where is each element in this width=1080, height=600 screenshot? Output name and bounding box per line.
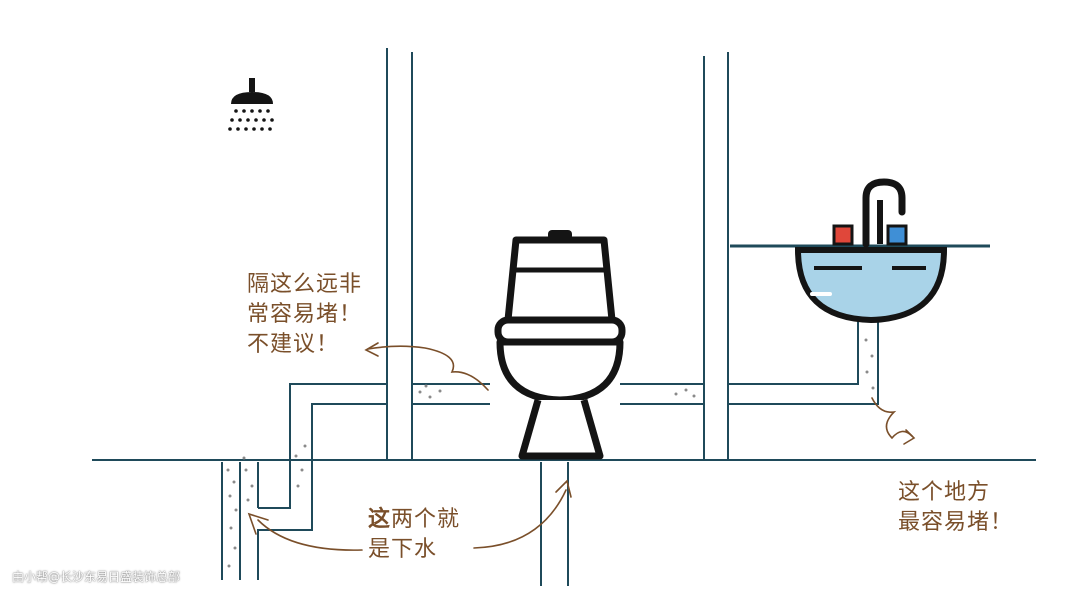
annotation-line: 这两个就 [368, 505, 460, 535]
shower-head-icon [228, 78, 274, 131]
arrow-sink-trap [871, 397, 913, 440]
annotation-line: 常容易堵！ [247, 302, 363, 327]
annotation-line: 不建议！ [247, 332, 340, 357]
annotation-line: 这个地方 [898, 480, 991, 505]
annotation-far-drain: 隔这么远非 常容易堵！ 不建议！ [247, 270, 362, 360]
watermark: 由小帮@长沙东易日盛装饰总部 [12, 570, 181, 584]
toilet-icon [494, 230, 626, 460]
sediment-dots [226, 338, 875, 568]
annotation-line: 是下水 [368, 537, 438, 562]
arrow-drain-left [257, 519, 363, 551]
annotation-sink-trap: 这个地方 最容易堵！ [898, 478, 1013, 538]
hot-knob [832, 224, 854, 246]
annotation-arrows [247, 342, 916, 551]
annotation-bold-prefix: 这 [368, 507, 392, 532]
arrow-far-drain [367, 345, 489, 391]
annotation-line: 隔这么远非 [247, 272, 363, 297]
annotation-drain-pipes: 这两个就 是下水 [368, 505, 460, 565]
annotation-line: 最容易堵！ [898, 510, 1014, 535]
faucet-icon [862, 178, 906, 248]
arrow-drain-right [473, 489, 567, 549]
shower-drain-pipe [239, 318, 859, 580]
annotation-line-rest: 两个就 [391, 507, 461, 532]
sink-icon [794, 178, 948, 324]
cold-knob [886, 224, 908, 246]
